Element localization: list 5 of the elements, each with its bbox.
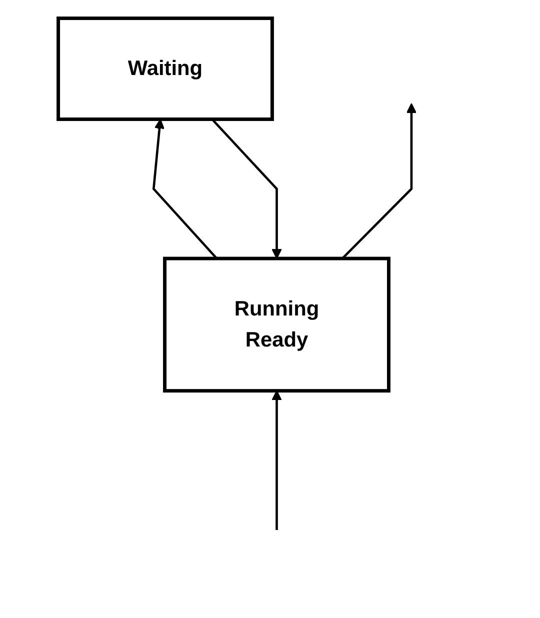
- node-box: Waiting: [56, 16, 274, 121]
- arrow: [272, 390, 282, 530]
- node-box: Running Ready: [163, 256, 391, 393]
- arrow: [152, 118, 218, 260]
- arrow: [342, 103, 417, 260]
